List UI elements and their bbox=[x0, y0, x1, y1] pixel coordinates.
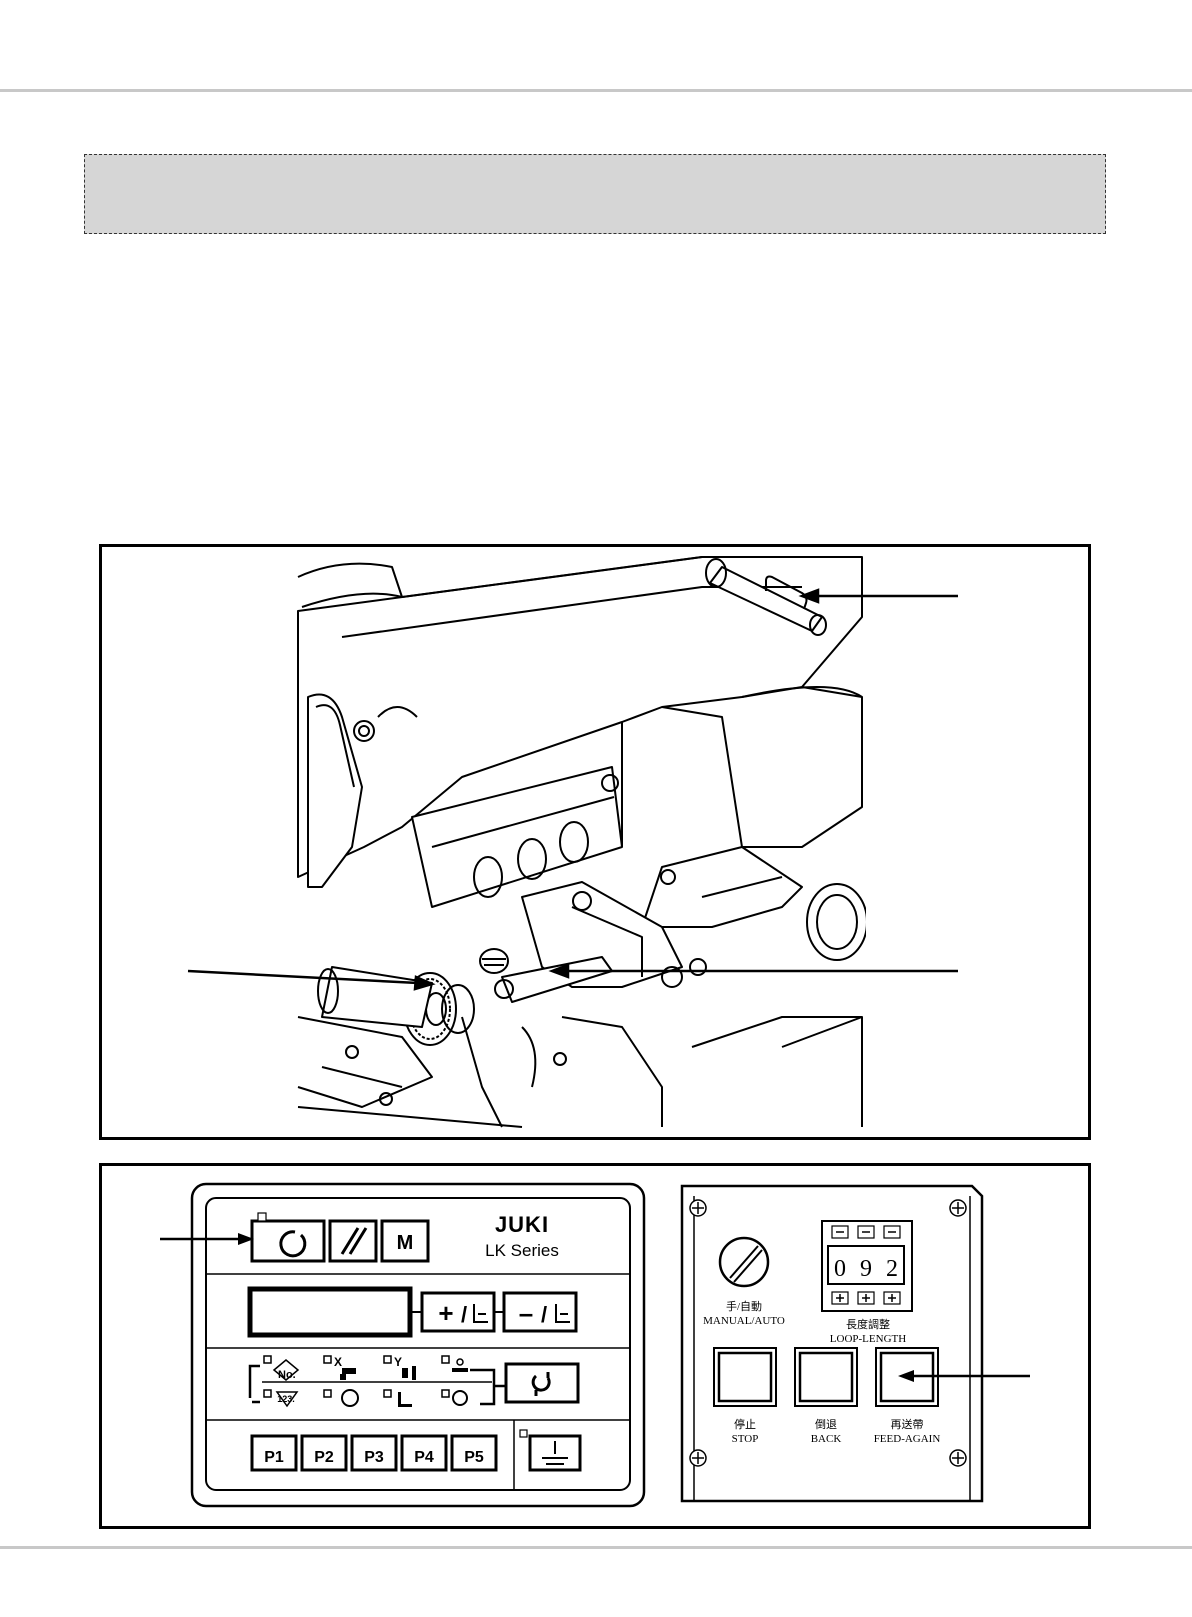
stop-label: STOP bbox=[732, 1433, 759, 1445]
count-key-label: 123. bbox=[277, 1394, 295, 1404]
machine-illustration bbox=[102, 547, 1088, 1137]
control-panels: M JUKI LK Series + / – / bbox=[102, 1166, 1088, 1526]
manual-auto-label: MANUAL/AUTO bbox=[703, 1315, 785, 1327]
manual-auto-cn: 手/自動 bbox=[726, 1299, 762, 1313]
brand-logo: JUKI bbox=[495, 1212, 549, 1237]
stop-cn: 停止 bbox=[734, 1417, 756, 1431]
header-banner bbox=[84, 154, 1106, 234]
svg-text:+: + bbox=[438, 1298, 453, 1328]
p2-key-label: P2 bbox=[314, 1449, 334, 1466]
series-label: LK Series bbox=[485, 1241, 559, 1260]
loop-digit-1: 0 bbox=[834, 1256, 846, 1282]
loop-length-cn: 長度調整 bbox=[846, 1317, 890, 1331]
feed-again-cn: 再送帶 bbox=[891, 1417, 924, 1431]
feed-control-box: 手/自動 MANUAL/AUTO 0 9 2 長度調整 LOOP-LENGTH bbox=[682, 1186, 1030, 1501]
operation-panel: M JUKI LK Series + / – / bbox=[160, 1184, 644, 1506]
loop-digit-3: 2 bbox=[886, 1256, 898, 1282]
back-cn: 倒退 bbox=[815, 1418, 837, 1431]
no-key-label: No. bbox=[278, 1369, 296, 1381]
svg-text:/: / bbox=[461, 1302, 467, 1327]
p1-key-label: P1 bbox=[264, 1449, 284, 1466]
top-rule bbox=[0, 89, 1192, 92]
bottom-rule bbox=[0, 1546, 1192, 1549]
p5-key-label: P5 bbox=[464, 1449, 484, 1466]
feed-again-label: FEED-AGAIN bbox=[874, 1433, 941, 1445]
svg-text:/: / bbox=[541, 1302, 547, 1327]
m-key-label: M bbox=[397, 1232, 414, 1254]
loop-length-label: LOOP-LENGTH bbox=[830, 1333, 906, 1345]
control-figure: M JUKI LK Series + / – / bbox=[99, 1163, 1091, 1529]
back-label: BACK bbox=[811, 1433, 842, 1445]
y-key-label: Y bbox=[394, 1355, 402, 1369]
x-key-label: X bbox=[334, 1355, 342, 1369]
machine-figure bbox=[99, 544, 1091, 1140]
svg-text:–: – bbox=[519, 1298, 533, 1328]
p3-key-label: P3 bbox=[364, 1449, 384, 1466]
p4-key-label: P4 bbox=[414, 1449, 434, 1466]
program-keys: P1 P2 P3 P4 P5 bbox=[252, 1436, 496, 1470]
loop-digit-2: 9 bbox=[860, 1256, 872, 1282]
